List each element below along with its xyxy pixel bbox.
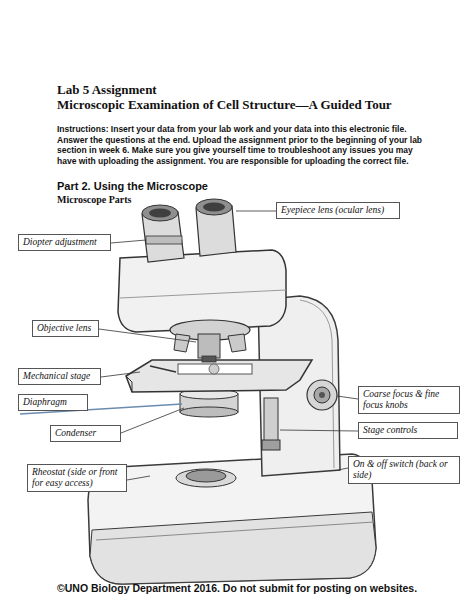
part-label: Stage controls [363, 425, 453, 436]
callout-box: Coarse focus & fine focus knobs [358, 386, 460, 414]
part-label: Eyepiece lens (ocular lens) [281, 205, 395, 216]
part-label: Objective lens [37, 323, 94, 334]
page-subtitle: Microscopic Examination of Cell Structur… [57, 97, 457, 112]
part-label: Condenser [55, 428, 116, 439]
callout-box: Eyepiece lens (ocular lens) [276, 202, 400, 219]
callout-box: Diopter adjustment [18, 234, 111, 251]
callout-box: Rheostat (side or front for easy access) [27, 464, 127, 492]
part-label: Diaphragm [23, 397, 83, 408]
section-heading: Part 2. Using the Microscope [57, 180, 437, 193]
callout-box: On & off switch (back or side) [348, 456, 460, 484]
callout-box: Stage controls [358, 422, 458, 439]
callout-box: Objective lens [32, 320, 99, 337]
part-label: Diopter adjustment [23, 237, 106, 248]
callout-box: Mechanical stage [18, 368, 101, 385]
part-label: Coarse focus & fine focus knobs [363, 389, 455, 411]
page-title: Lab 5 Assignment [57, 82, 437, 97]
part-label: Mechanical stage [23, 371, 96, 382]
part-label: Rheostat (side or front for easy access) [32, 467, 122, 489]
part-label: On & off switch (back or side) [353, 459, 455, 481]
instructions-text: Instructions: Insert your data from your… [57, 124, 429, 166]
callout-box: Diaphragm [18, 394, 88, 411]
callout-box: Condenser [50, 425, 121, 442]
copyright-note: ©UNO Biology Department 2016. Do not sub… [57, 582, 447, 594]
